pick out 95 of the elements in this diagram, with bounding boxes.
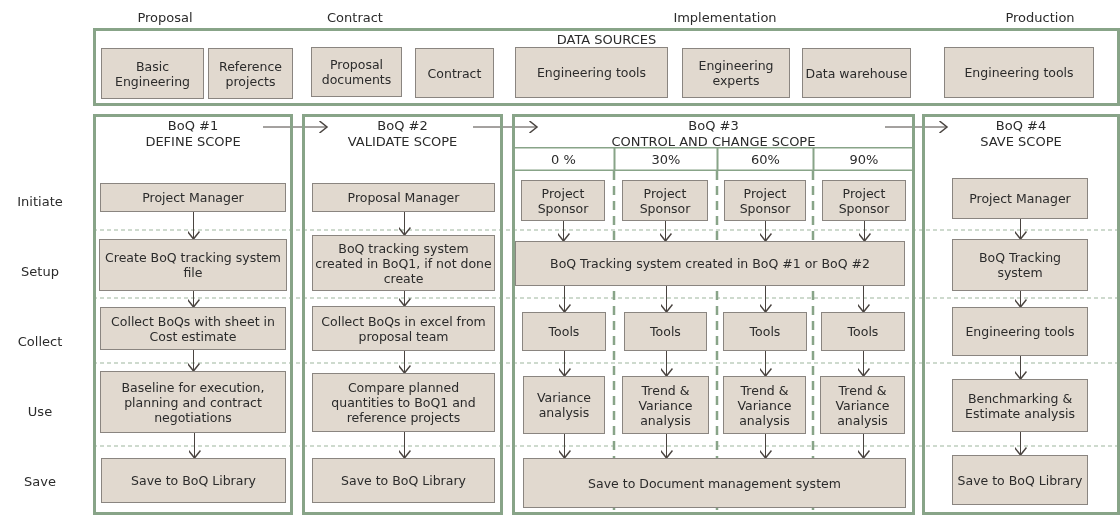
process-box: Collect BoQs with sheet in Cost estimate: [100, 307, 286, 350]
process-box: Tools: [624, 312, 707, 351]
column-header: 60%: [717, 147, 814, 171]
phase-label: Implementation: [672, 10, 778, 25]
row-label: Setup: [20, 264, 60, 279]
data-source-box: Reference projects: [208, 48, 293, 99]
arrow: [557, 350, 572, 377]
process-box: Save to Document management system: [523, 458, 906, 508]
arrow: [397, 211, 412, 236]
process-box: Variance analysis: [523, 376, 605, 434]
row-label: Use: [26, 404, 54, 419]
arrow: [472, 120, 538, 134]
panel-heading: CONTROL AND CHANGE SCOPE: [610, 134, 817, 150]
data-source-box: Proposal documents: [311, 47, 402, 97]
arrow: [1013, 355, 1028, 380]
process-box: Project Manager: [100, 183, 286, 212]
process-box: Baseline for execution, planning and contract negotiations: [100, 371, 286, 433]
arrow: [659, 350, 674, 377]
process-box: Save to BoQ Library: [101, 458, 286, 503]
section-heading: DATA SOURCES: [555, 32, 658, 48]
row-label: Initiate: [16, 194, 64, 209]
arrow: [857, 220, 872, 242]
arrow: [758, 285, 773, 313]
process-box: Project Sponsor: [822, 180, 906, 221]
arrow: [856, 433, 871, 459]
phase-panel: [512, 114, 915, 515]
data-sources-panel: [93, 28, 1120, 106]
arrow: [1013, 431, 1028, 456]
process-box: Project Sponsor: [521, 180, 605, 221]
arrow: [1013, 290, 1028, 308]
arrow: [397, 431, 412, 459]
process-box: Project Manager: [952, 178, 1088, 219]
data-source-box: Data warehouse: [802, 48, 911, 98]
arrow: [186, 290, 201, 308]
arrow: [856, 285, 871, 313]
process-box: Project Sponsor: [622, 180, 708, 221]
panel-heading: BoQ #2: [376, 118, 429, 134]
process-box: Compare planned quantities to BoQ1 and reference projects: [312, 373, 495, 432]
arrow: [659, 285, 674, 313]
process-box: Project Sponsor: [724, 180, 806, 221]
process-box: Trend & Variance analysis: [820, 376, 905, 434]
process-box: Save to BoQ Library: [952, 455, 1088, 505]
data-source-box: Basic Engineering: [101, 48, 204, 99]
arrow: [758, 433, 773, 459]
arrow: [1013, 218, 1028, 240]
arrow: [397, 350, 412, 374]
process-box: Benchmarking & Estimate analysis: [952, 379, 1088, 432]
panel-heading: BoQ #4: [994, 118, 1048, 134]
panel-heading: SAVE SCOPE: [979, 134, 1063, 150]
phase-panel: [922, 114, 1120, 515]
phase-panel: [93, 114, 293, 515]
arrow: [856, 350, 871, 377]
row-label: Save: [23, 474, 57, 489]
arrow: [758, 350, 773, 377]
arrow: [397, 290, 412, 307]
column-header: 30%: [614, 147, 718, 171]
process-box: Tools: [723, 312, 807, 351]
arrow: [658, 220, 673, 242]
row-label: Collect: [16, 334, 64, 349]
arrow: [659, 433, 674, 459]
process-box: BoQ Tracking system: [952, 239, 1088, 291]
arrow: [556, 220, 571, 242]
process-box: BoQ tracking system created in BoQ1, if not done create: [312, 235, 495, 291]
arrow: [186, 211, 201, 240]
column-header: 90%: [813, 147, 915, 171]
process-box: Tools: [821, 312, 905, 351]
phase-label: Production: [1004, 10, 1076, 25]
column-header: 0 %: [512, 147, 615, 171]
data-source-box: Engineering tools: [944, 47, 1094, 98]
phase-label: Contract: [326, 10, 384, 25]
process-box: Tools: [522, 312, 606, 351]
arrow: [187, 432, 202, 459]
phase-label: Proposal: [136, 10, 194, 25]
arrow: [758, 220, 773, 242]
panel-heading: BoQ #3: [687, 118, 740, 134]
panel-heading: BoQ #1: [166, 118, 220, 134]
arrow: [262, 120, 328, 134]
panel-heading: DEFINE SCOPE: [144, 134, 242, 150]
process-box: Engineering tools: [952, 307, 1088, 356]
phase-panel: [302, 114, 503, 515]
data-source-box: Contract: [415, 48, 494, 98]
process-box: Collect BoQs in excel from proposal team: [312, 306, 495, 351]
arrow: [884, 120, 948, 134]
process-box: Save to BoQ Library: [312, 458, 495, 503]
data-source-box: Engineering experts: [682, 48, 790, 98]
arrow: [186, 349, 201, 372]
process-box: Proposal Manager: [312, 183, 495, 212]
process-box: Trend & Variance analysis: [723, 376, 806, 434]
arrow: [557, 433, 572, 459]
arrow: [557, 285, 572, 313]
process-box: BoQ Tracking system created in BoQ #1 or BoQ #2: [515, 241, 905, 286]
process-box: Create BoQ tracking system file: [99, 239, 287, 291]
panel-heading: VALIDATE SCOPE: [346, 134, 459, 150]
process-box: Trend & Variance analysis: [622, 376, 709, 434]
data-source-box: Engineering tools: [515, 47, 668, 98]
